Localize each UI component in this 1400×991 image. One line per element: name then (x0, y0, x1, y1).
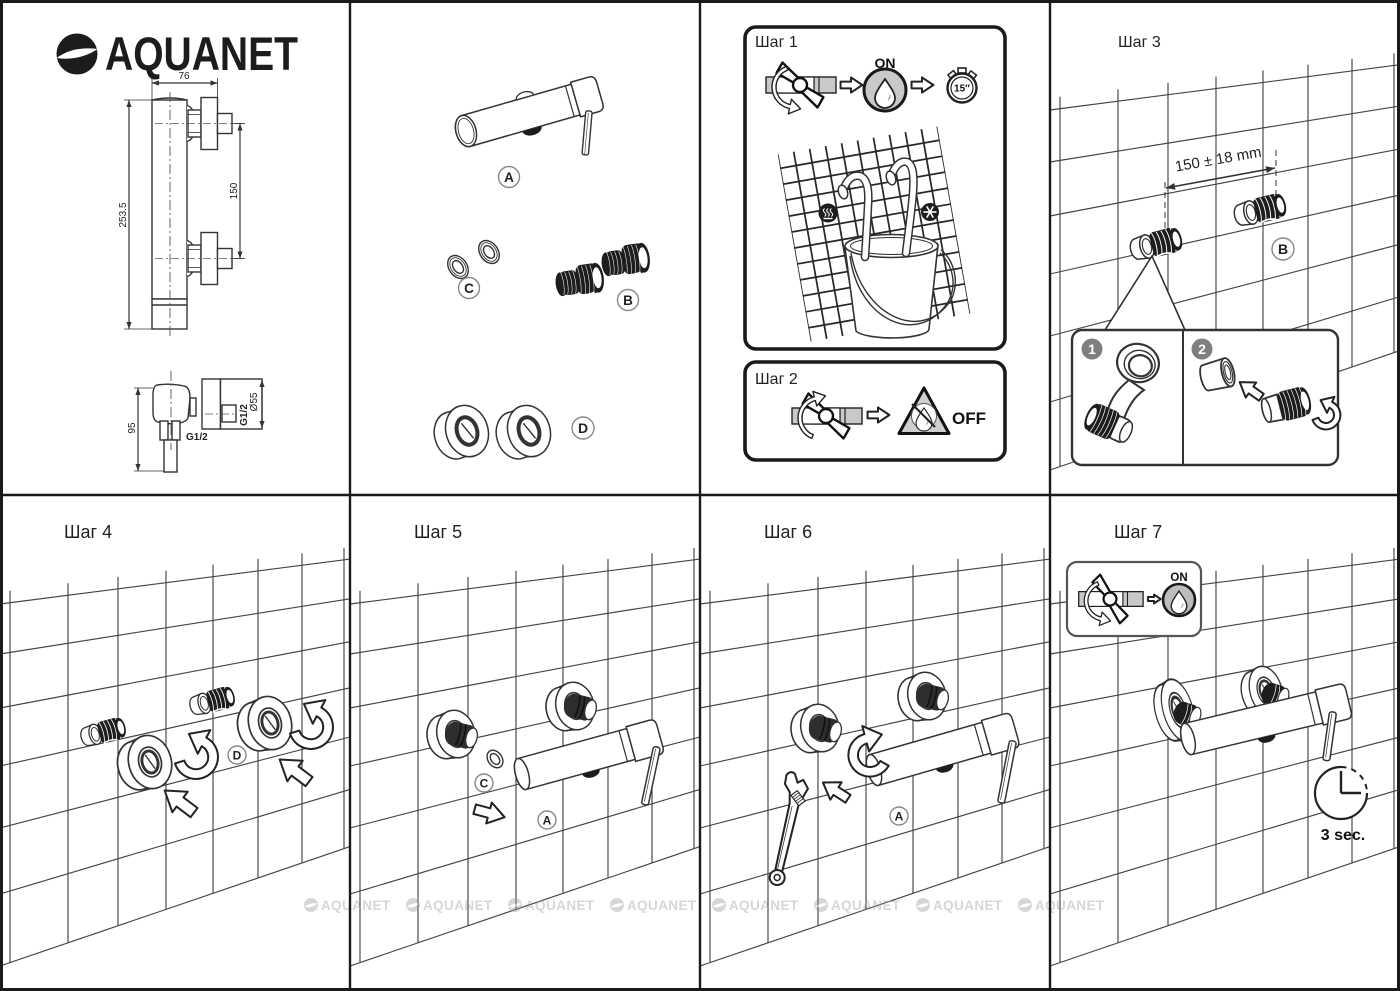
svg-text:A: A (543, 813, 552, 827)
svg-text:253.5: 253.5 (118, 202, 129, 227)
svg-text:AQUANET: AQUANET (525, 898, 595, 913)
svg-text:ON: ON (1170, 572, 1187, 584)
svg-text:150: 150 (229, 182, 240, 199)
svg-text:3 sec.: 3 sec. (1321, 827, 1365, 844)
svg-text:AQUANET: AQUANET (627, 898, 697, 913)
svg-text:76: 76 (178, 71, 190, 82)
svg-text:ON: ON (875, 55, 896, 71)
svg-text:95: 95 (127, 422, 138, 434)
svg-text:OFF: OFF (952, 409, 986, 428)
svg-text:AQUANET: AQUANET (1035, 898, 1105, 913)
svg-text:15″: 15″ (954, 84, 970, 95)
svg-text:AQUANET: AQUANET (105, 27, 298, 80)
svg-text:Ø55: Ø55 (249, 392, 260, 411)
svg-text:A: A (895, 809, 904, 823)
svg-text:AQUANET: AQUANET (423, 898, 493, 913)
svg-text:D: D (233, 748, 242, 762)
svg-text:D: D (578, 420, 588, 436)
svg-text:1: 1 (1088, 341, 1096, 357)
svg-text:AQUANET: AQUANET (321, 898, 391, 913)
svg-text:A: A (504, 170, 514, 185)
svg-text:B: B (1278, 241, 1288, 257)
svg-text:Шаг 1: Шаг 1 (755, 34, 798, 51)
svg-text:C: C (464, 281, 474, 296)
svg-text:G1/2: G1/2 (239, 404, 250, 426)
svg-text:Шаг 7: Шаг 7 (1114, 522, 1162, 542)
svg-text:Шаг 3: Шаг 3 (1118, 34, 1161, 51)
svg-text:G1/2: G1/2 (186, 432, 208, 443)
svg-text:B: B (623, 293, 633, 308)
svg-text:AQUANET: AQUANET (729, 898, 799, 913)
svg-text:Шаг 2: Шаг 2 (755, 371, 798, 388)
svg-text:2: 2 (1198, 341, 1206, 357)
svg-text:AQUANET: AQUANET (933, 898, 1003, 913)
svg-text:Шаг 6: Шаг 6 (764, 522, 812, 542)
svg-text:Шаг 4: Шаг 4 (64, 522, 112, 542)
svg-text:C: C (480, 776, 489, 790)
svg-text:AQUANET: AQUANET (831, 898, 901, 913)
svg-text:Шаг 5: Шаг 5 (414, 522, 462, 542)
